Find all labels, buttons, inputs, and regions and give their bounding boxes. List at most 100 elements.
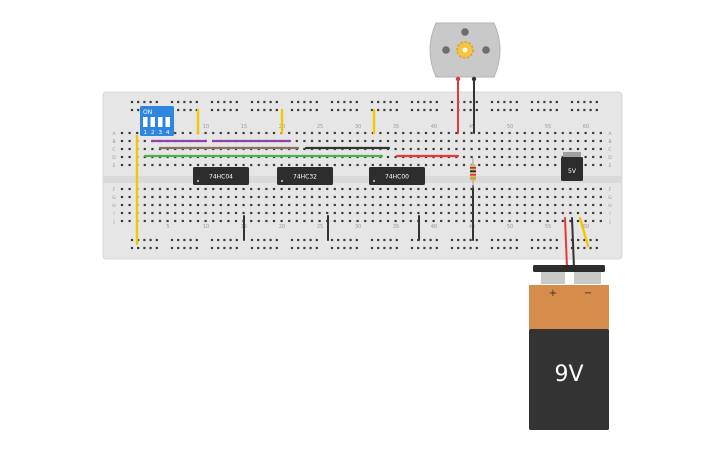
breadboard-hole[interactable] [263,246,266,250]
breadboard-hole[interactable] [297,108,300,112]
breadboard-hole[interactable] [155,100,158,104]
breadboard-hole[interactable] [343,238,346,242]
breadboard-hole[interactable] [151,211,154,215]
breadboard-hole[interactable] [265,203,268,207]
breadboard-hole[interactable] [295,163,298,167]
breadboard-hole[interactable] [429,108,432,112]
breadboard-hole[interactable] [497,108,500,112]
breadboard-hole[interactable] [143,187,146,191]
breadboard-hole[interactable] [409,203,412,207]
breadboard-hole[interactable] [204,211,207,215]
breadboard-hole[interactable] [343,100,346,104]
breadboard-hole[interactable] [234,187,238,191]
breadboard-hole[interactable] [599,219,602,223]
breadboard-hole[interactable] [503,100,506,104]
breadboard-hole[interactable] [310,131,314,135]
breadboard-hole[interactable] [395,238,398,242]
breadboard-hole[interactable] [348,139,352,143]
breadboard-hole[interactable] [455,203,458,207]
breadboard-hole[interactable] [189,211,192,215]
breadboard-hole[interactable] [315,238,318,242]
breadboard-hole[interactable] [424,211,428,215]
breadboard-hole[interactable] [508,131,511,135]
breadboard-hole[interactable] [288,195,291,199]
breadboard-hole[interactable] [531,147,534,151]
breadboard-hole[interactable] [595,108,598,112]
breadboard-hole[interactable] [337,238,340,242]
breadboard-hole[interactable] [315,100,318,104]
breadboard-hole[interactable] [569,139,572,143]
breadboard-hole[interactable] [395,108,398,112]
breadboard-hole[interactable] [394,195,397,199]
breadboard-hole[interactable] [462,219,466,223]
breadboard-hole[interactable] [531,195,534,199]
jumper-wire-yellow[interactable] [578,216,590,248]
breadboard-hole[interactable] [395,100,398,104]
breadboard-hole[interactable] [295,219,298,223]
breadboard-hole[interactable] [555,108,558,112]
breadboard-hole[interactable] [538,155,542,159]
breadboard-hole[interactable] [455,131,458,135]
breadboard-hole[interactable] [394,211,397,215]
breadboard-hole[interactable] [257,246,260,250]
breadboard-hole[interactable] [508,203,511,207]
breadboard-hole[interactable] [475,108,478,112]
breadboard-hole[interactable] [219,203,222,207]
breadboard-hole[interactable] [516,195,519,199]
breadboard-hole[interactable] [356,139,359,143]
breadboard-hole[interactable] [516,155,519,159]
breadboard-hole[interactable] [417,203,420,207]
breadboard-hole[interactable] [235,100,238,104]
breadboard-hole[interactable] [538,195,542,199]
breadboard-hole[interactable] [166,211,169,215]
breadboard-hole[interactable] [530,108,534,112]
breadboard-hole[interactable] [584,187,587,191]
breadboard-hole[interactable] [219,195,222,199]
breadboard-hole[interactable] [423,108,426,112]
breadboard-hole[interactable] [389,238,392,242]
breadboard-hole[interactable] [450,238,454,242]
breadboard-hole[interactable] [503,238,506,242]
breadboard-hole[interactable] [348,211,352,215]
breadboard-hole[interactable] [485,163,488,167]
breadboard-hole[interactable] [272,211,276,215]
breadboard-hole[interactable] [364,219,367,223]
breadboard-hole[interactable] [462,187,466,191]
breadboard-hole[interactable] [423,100,426,104]
breadboard-hole[interactable] [409,219,412,223]
breadboard-hole[interactable] [493,131,496,135]
breadboard-hole[interactable] [409,131,412,135]
breadboard-hole[interactable] [263,238,266,242]
breadboard-hole[interactable] [561,195,564,199]
breadboard-hole[interactable] [440,187,443,191]
breadboard-hole[interactable] [174,195,177,199]
breadboard-hole[interactable] [470,155,473,159]
breadboard-hole[interactable] [554,163,557,167]
breadboard-hole[interactable] [577,108,580,112]
breadboard-hole[interactable] [234,195,238,199]
breadboard-hole[interactable] [394,155,397,159]
breadboard-hole[interactable] [326,187,329,191]
breadboard-hole[interactable] [500,187,504,191]
breadboard-hole[interactable] [537,238,540,242]
breadboard-hole[interactable] [516,139,519,143]
breadboard-hole[interactable] [516,163,519,167]
breadboard-hole[interactable] [143,238,146,242]
breadboard-hole[interactable] [569,147,572,151]
breadboard-hole[interactable] [280,219,283,223]
breadboard-hole[interactable] [349,100,352,104]
breadboard-hole[interactable] [508,163,511,167]
breadboard-hole[interactable] [589,108,592,112]
breadboard-hole[interactable] [333,203,336,207]
breadboard-hole[interactable] [234,163,238,167]
breadboard-hole[interactable] [584,211,587,215]
breadboard-hole[interactable] [318,131,321,135]
breadboard-hole[interactable] [364,203,367,207]
breadboard-hole[interactable] [196,219,200,223]
breadboard-hole[interactable] [538,211,542,215]
breadboard-hole[interactable] [583,246,586,250]
breadboard-hole[interactable] [576,211,580,215]
breadboard-hole[interactable] [485,211,488,215]
breadboard-hole[interactable] [432,195,435,199]
breadboard-hole[interactable] [341,139,344,143]
